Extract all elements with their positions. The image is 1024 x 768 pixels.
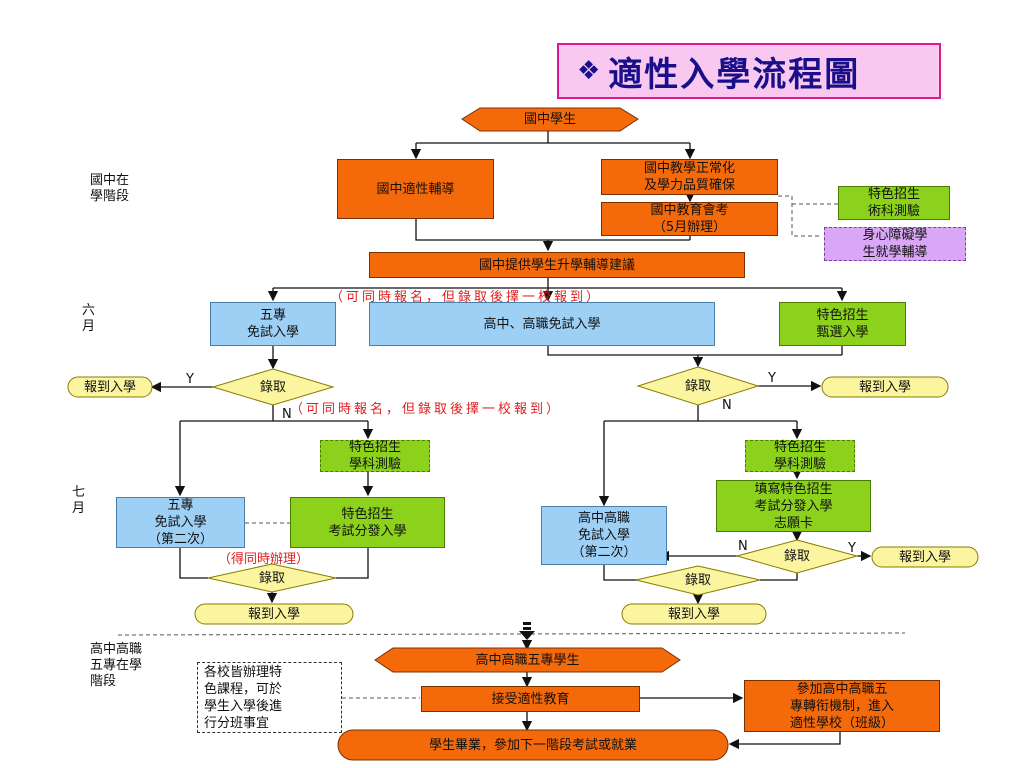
five-year-second-box: 五專 免試入學 （第二次） [116, 497, 245, 548]
enroll-terminal-right-3: 報到入學 [667, 606, 720, 622]
page-title: ❖ 適性入學流程圖 [557, 43, 941, 99]
fill-choice-box: 填寫特色招生 考試分發入學 志願卡 [716, 480, 871, 532]
decision-left-2 [207, 563, 337, 593]
senior-students-node: 高中高職五專學生 [475, 652, 580, 668]
arts-test-box: 特色招生 術科測驗 [838, 186, 950, 220]
admit-label-right-3: 錄取 [684, 572, 711, 588]
register-note-2: （可同時報名，但錄取後擇一校報到） [290, 402, 563, 417]
special-select-box: 特色招生 甄選入學 [779, 302, 906, 346]
concurrent-note: （得同時辦理） [218, 552, 310, 567]
disabled-support-box: 身心障礙學 生就學輔導 [824, 227, 966, 261]
hs-second-box: 高中高職 免試入學 （第二次） [541, 506, 667, 565]
diamond-bullet-icon: ❖ [577, 56, 603, 86]
subject-test-left-box: 特色招生 學科測驗 [320, 440, 430, 472]
graduate-node: 學生畢業，參加下一階段考試或就業 [428, 737, 637, 753]
admit-label-left-1: 錄取 [259, 379, 286, 395]
no-label-right: N [722, 398, 732, 413]
enroll-terminal-left-1: 報到入學 [83, 379, 136, 395]
admit-label-right-2: 錄取 [783, 548, 810, 564]
decision-right-3 [635, 565, 761, 596]
enroll-terminal-left-2: 報到入學 [247, 606, 300, 622]
stage-label-senior: 高中高職 五專在學 階段 [90, 642, 143, 689]
register-note-1: （可同時報名，但錄取後擇一校報到） [330, 290, 603, 305]
title-text: 適性入學流程圖 [608, 54, 861, 95]
school-note-box: 各校皆辦理特 色課程，可於 學生入學後進 行分班事宜 [197, 662, 342, 733]
special-exam-left-box: 特色招生 考試分發入學 [290, 497, 445, 548]
decision-right-1 [636, 366, 760, 406]
admit-label-right-1: 錄取 [684, 378, 711, 394]
free-admission-box: 高中、高職免試入學 [369, 302, 715, 346]
five-year-box: 五專 免試入學 [210, 302, 336, 346]
no-label-left: N [282, 407, 292, 422]
stage-label-june: 六 月 [82, 303, 96, 334]
accept-edu-box: 接受適性教育 [421, 686, 640, 712]
stage-label-july: 七 月 [72, 485, 86, 516]
career-guidance-box: 國中適性輔導 [337, 159, 494, 219]
no-label-right-2: N [738, 539, 748, 554]
normalization-box: 國中教學正常化 及學力品質確保 [601, 159, 778, 195]
enroll-terminal-right-2: 報到入學 [898, 549, 951, 565]
exam-box: 國中教育會考 （5月辦理） [601, 202, 778, 236]
advice-box: 國中提供學生升學輔導建議 [369, 252, 745, 278]
yes-label-left: Y [185, 372, 194, 387]
yes-label-right: Y [767, 371, 776, 386]
stage-label-junior-high: 國中在 學階段 [90, 173, 130, 204]
decision-left-1 [211, 368, 335, 406]
decision-right-2 [735, 539, 859, 574]
enroll-terminal-right-1: 報到入學 [858, 379, 911, 395]
down-arrow-icon [519, 622, 535, 640]
yes-label-right-2: Y [847, 541, 856, 556]
admit-label-left-2: 錄取 [258, 570, 285, 586]
transfer-box: 參加高中高職五 專轉衔機制，進入 適性學校（班級） [744, 680, 940, 732]
subject-test-right-box: 特色招生 學科測驗 [745, 440, 855, 472]
start-node: 國中學生 [523, 112, 576, 127]
